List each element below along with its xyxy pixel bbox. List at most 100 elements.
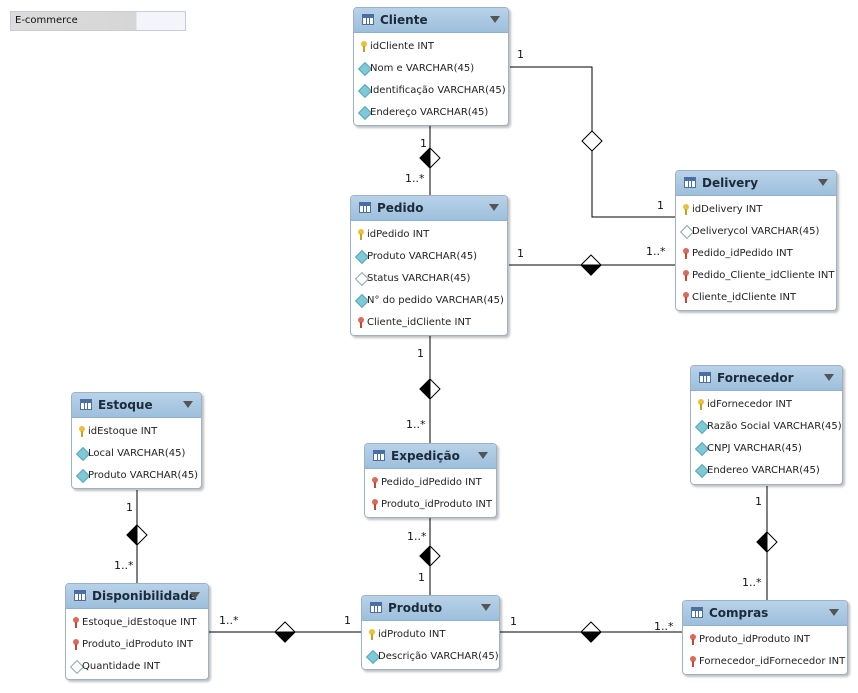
column-label: N° do pedido VARCHAR(45) [367, 295, 504, 306]
column-row[interactable]: Estoque_idEstoque INT [66, 611, 208, 633]
table-header[interactable]: Expedição [365, 444, 496, 469]
column-list: Estoque_idEstoque INT Produto_idProduto I… [66, 609, 208, 677]
column-list: Produto_idProduto INT Fornecedor_idFornec… [683, 626, 847, 672]
column-row[interactable]: idPedido INT [351, 223, 507, 245]
column-row[interactable]: Fornecedor_idFornecedor INT [683, 650, 847, 672]
column-row[interactable]: Descrição VARCHAR(45) [362, 645, 499, 667]
column-row[interactable]: idEstoque INT [72, 420, 201, 442]
rel-diamond-pedido-expedicao [419, 377, 441, 401]
column-row[interactable]: idDelivery INT [676, 198, 836, 220]
collapse-arrow-icon[interactable] [818, 179, 828, 186]
column-row[interactable]: N° do pedido VARCHAR(45) [351, 289, 507, 311]
table-icon [684, 177, 696, 188]
column-row[interactable]: Local VARCHAR(45) [72, 442, 201, 464]
table-header[interactable]: Disponibilidade [66, 584, 208, 609]
foreign-key-icon [371, 477, 379, 488]
table-name: Delivery [702, 176, 759, 190]
table-fornecedor[interactable]: Fornecedor idFornecedor INT Razão Social V… [690, 365, 843, 485]
column-row[interactable]: Pedido_Cliente_idCliente INT [676, 264, 836, 286]
column-row[interactable]: Identificação VARCHAR(45) [354, 79, 508, 101]
column-row[interactable]: Endereço VARCHAR(45) [354, 101, 508, 123]
card-produto-expedicao-many: 1..* [407, 530, 427, 543]
column-row[interactable]: Produto VARCHAR(45) [72, 464, 201, 486]
column-label: idCliente INT [370, 41, 434, 52]
column-label: Cliente_idCliente INT [692, 292, 797, 303]
collapse-arrow-icon[interactable] [190, 592, 200, 599]
foreign-key-icon [682, 292, 690, 303]
collapse-arrow-icon[interactable] [490, 16, 500, 23]
column-row[interactable]: idProduto INT [362, 623, 499, 645]
column-label: idFornecedor INT [707, 399, 793, 410]
table-header[interactable]: Cliente [354, 8, 508, 33]
collapse-arrow-icon[interactable] [478, 452, 488, 459]
column-row[interactable]: Cliente_idCliente INT [351, 311, 507, 333]
column-row[interactable]: Produto_idProduto INT [365, 493, 496, 515]
column-row[interactable]: Produto VARCHAR(45) [351, 245, 507, 267]
table-produto[interactable]: Produto idProduto INT Descrição VARCHAR(45… [361, 595, 500, 670]
column-list: idFornecedor INT Razão Social VARCHAR(45)… [691, 391, 842, 481]
card-pedido-expedicao-one: 1 [417, 347, 424, 360]
rel-diamond-fornecedor-compras [756, 530, 778, 554]
column-row[interactable]: Deliverycol VARCHAR(45) [676, 220, 836, 242]
column-row[interactable]: Quantidade INT [66, 655, 208, 677]
foreign-key-icon [689, 634, 697, 645]
collapse-arrow-icon[interactable] [489, 204, 499, 211]
rel-diamond-cliente-delivery [581, 130, 603, 152]
table-cliente[interactable]: Cliente idCliente INT Nom e VARCHAR(45) Ide… [353, 7, 509, 126]
column-label: Descrição VARCHAR(45) [378, 651, 499, 662]
column-row[interactable]: Pedido_idPedido INT [676, 242, 836, 264]
column-label: Produto_idProduto INT [699, 634, 811, 645]
column-row[interactable]: idFornecedor INT [691, 393, 842, 415]
collapse-arrow-icon[interactable] [481, 604, 491, 611]
card-cliente-delivery-one: 1 [517, 48, 524, 61]
table-icon [699, 372, 711, 383]
column-label: Pedido_Cliente_idCliente INT [692, 270, 835, 281]
column-row[interactable]: Produto_idProduto INT [683, 628, 847, 650]
rel-diamond-disponibilidade-produto [273, 621, 297, 643]
diagram-title: E-commerce [15, 15, 78, 26]
card-estoque-disp-one: 1 [126, 501, 133, 514]
card-fornecedor-compras-one: 1 [755, 495, 762, 508]
foreign-key-icon [72, 639, 80, 650]
primary-key-icon [697, 399, 705, 410]
column-row[interactable]: Status VARCHAR(45) [351, 267, 507, 289]
column-row[interactable]: Endereo VARCHAR(45) [691, 459, 842, 481]
rel-diamond-cliente-pedido [419, 146, 441, 170]
table-header[interactable]: Compras [683, 601, 847, 626]
table-header[interactable]: Produto [362, 596, 499, 621]
collapse-arrow-icon[interactable] [829, 609, 839, 616]
card-fornecedor-compras-many: 1..* [742, 576, 762, 589]
column-row[interactable]: Razão Social VARCHAR(45) [691, 415, 842, 437]
column-row[interactable]: CNPJ VARCHAR(45) [691, 437, 842, 459]
column-row[interactable]: idCliente INT [354, 35, 508, 57]
column-row[interactable]: Pedido_idPedido INT [365, 471, 496, 493]
collapse-arrow-icon[interactable] [824, 374, 834, 381]
column-label: Local VARCHAR(45) [88, 448, 186, 459]
table-header[interactable]: Fornecedor [691, 366, 842, 391]
card-produto-expedicao-one: 1 [418, 571, 425, 584]
table-header[interactable]: Estoque [72, 393, 201, 418]
column-label: Quantidade INT [82, 661, 161, 672]
column-label: Estoque_idEstoque INT [82, 617, 197, 628]
column-list: idEstoque INT Local VARCHAR(45) Produto VA… [72, 418, 201, 486]
table-icon [74, 590, 86, 601]
collapse-arrow-icon[interactable] [183, 401, 193, 408]
card-pedido-expedicao-many: 1..* [406, 418, 426, 431]
foreign-key-icon [371, 499, 379, 510]
column-label: Nom e VARCHAR(45) [370, 63, 475, 74]
card-produto-disp-one: 1 [344, 614, 351, 627]
table-header[interactable]: Pedido [351, 196, 507, 221]
table-header[interactable]: Delivery [676, 171, 836, 196]
column-row[interactable]: Nom e VARCHAR(45) [354, 57, 508, 79]
table-name: Produto [388, 601, 443, 615]
column-row[interactable]: Cliente_idCliente INT [676, 286, 836, 308]
column-row[interactable]: Produto_idProduto INT [66, 633, 208, 655]
